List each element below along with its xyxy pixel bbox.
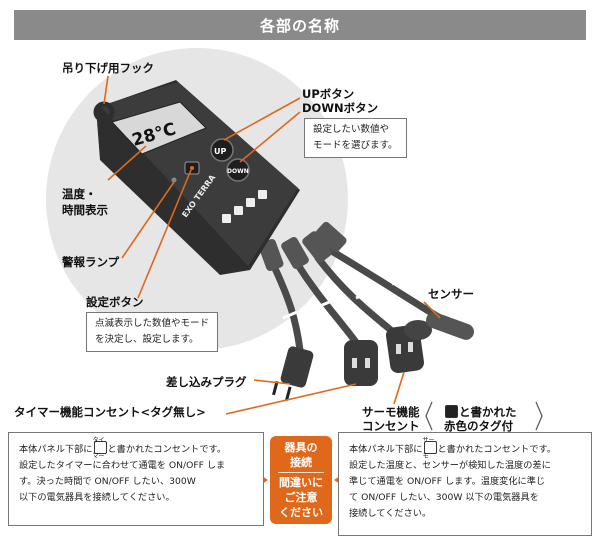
controller-body: 28°C UP DOWN EXO TERRA xyxy=(93,80,300,275)
leader-timer xyxy=(225,383,357,415)
note-updown-line-1: 設定したい数値や xyxy=(313,124,390,135)
timer-icon: タイマー xyxy=(92,437,107,460)
timer-line-4: 以下の電気器具を接続してください。 xyxy=(19,492,175,503)
timer-line-1: 本体パネル下部にタイマーと書かれたコンセントです。 xyxy=(19,437,227,460)
cable-plug xyxy=(268,258,304,354)
timer-outlet-plug xyxy=(344,340,378,386)
leader-hook xyxy=(103,75,109,105)
leader-plug xyxy=(253,379,291,385)
warning-line-3: 間違いに xyxy=(279,476,323,489)
label-hook: 吊り下げ用フック xyxy=(62,61,154,75)
note-set-line-1: 点滅表示した数値やモード xyxy=(95,318,210,329)
set-button-dot xyxy=(190,166,194,170)
sensor-probe xyxy=(404,312,474,340)
alarm-lamp-graphic xyxy=(171,177,177,183)
leader-set xyxy=(137,169,192,299)
leader-lines xyxy=(103,75,441,415)
timer-line-2: 設定したタイマーに合わせて通電を ON/OFF しま xyxy=(19,460,226,471)
cable-sleeves xyxy=(258,221,347,272)
thermo-line-2: 設定した温度と、センサーが検知した温度の差に xyxy=(349,460,551,471)
label-thermo-tag-1-text: と書かれた xyxy=(459,405,517,419)
leader-up xyxy=(223,97,301,141)
note-set-line-2: を決定し、設定します。 xyxy=(95,334,199,345)
warning-badge: 器具の 接続 間違いに ご注意 ください xyxy=(270,436,332,524)
note-updown: 設定したい数値や モードを選びます。 xyxy=(304,118,407,158)
note-set: 点滅表示した数値やモード を決定し、設定します。 xyxy=(86,312,219,352)
thermo-box-icon: サーモ xyxy=(422,437,437,460)
cable-timer xyxy=(292,258,362,349)
label-temp-time: 温度・ xyxy=(62,187,97,201)
leader-sensor xyxy=(423,301,441,319)
down-button-text: DOWN xyxy=(227,168,249,175)
thermo-line-3: 準じて通電を ON/OFF します。温度変化に準じ xyxy=(349,476,546,487)
warning-line-4: ご注意 xyxy=(284,491,318,504)
break-marks xyxy=(282,276,407,320)
label-sensor: センサー xyxy=(428,287,474,301)
section-title: 各部の名称 xyxy=(259,16,340,35)
label-alarm-lamp: 警報ランプ xyxy=(62,255,120,269)
timer-description-box: 本体パネル下部にタイマーと書かれたコンセントです。 設定したタイマーに合わせて通… xyxy=(8,432,264,526)
warning-line-5: ください xyxy=(279,506,323,519)
label-plug: 差し込みプラグ xyxy=(166,375,247,389)
thermo-icon xyxy=(445,405,458,418)
leader-thermo xyxy=(393,371,405,405)
label-thermo-outlet-1: サーモ機能 xyxy=(362,405,420,419)
cable-sensor xyxy=(326,246,444,322)
down-button-graphic xyxy=(226,158,250,182)
leader-down xyxy=(239,111,301,163)
leader-temp xyxy=(107,145,147,181)
outlet-icons xyxy=(222,190,267,223)
label-set-button: 設定ボタン xyxy=(86,295,144,309)
label-timer-outlet: タイマー機能コンセント<タグ無し> xyxy=(14,405,206,419)
label-thermo-tag-2: 赤色のタグ付 xyxy=(444,419,513,433)
thermo-line-4: て ON/OFF したい、300W 以下の電気器具を xyxy=(349,492,539,503)
label-thermo-outlet-2: コンセント xyxy=(362,419,420,433)
timer-line-3: す。決った時間で ON/OFF したい、300W xyxy=(19,476,196,487)
label-thermo-tag-1: と書かれた xyxy=(444,404,517,420)
tag-brackets xyxy=(425,401,543,431)
lcd-display xyxy=(111,101,207,155)
thermo-line-1: 本体パネル下部にサーモと書かれたコンセントです。 xyxy=(349,437,557,460)
warning-rule xyxy=(278,472,324,473)
warning-line-1: 器具の xyxy=(284,441,318,454)
thermo-line-5: 接続してください。 xyxy=(349,508,432,519)
up-button-graphic xyxy=(210,138,234,162)
label-up-button: UPボタン xyxy=(302,87,355,101)
thermo-description-box: 本体パネル下部にサーモと書かれたコンセントです。 設定した温度と、センサーが検知… xyxy=(338,432,592,536)
up-button-text: UP xyxy=(214,147,226,156)
label-down-button: DOWNボタン xyxy=(302,101,379,115)
warning-line-2: 接続 xyxy=(290,456,312,469)
label-temp-time-2: 時間表示 xyxy=(62,203,108,217)
power-plug xyxy=(272,346,314,401)
section-header: 各部の名称 xyxy=(14,10,586,40)
note-updown-line-2: モードを選びます。 xyxy=(313,140,398,151)
cables xyxy=(268,246,444,354)
leader-alarm xyxy=(121,181,175,259)
